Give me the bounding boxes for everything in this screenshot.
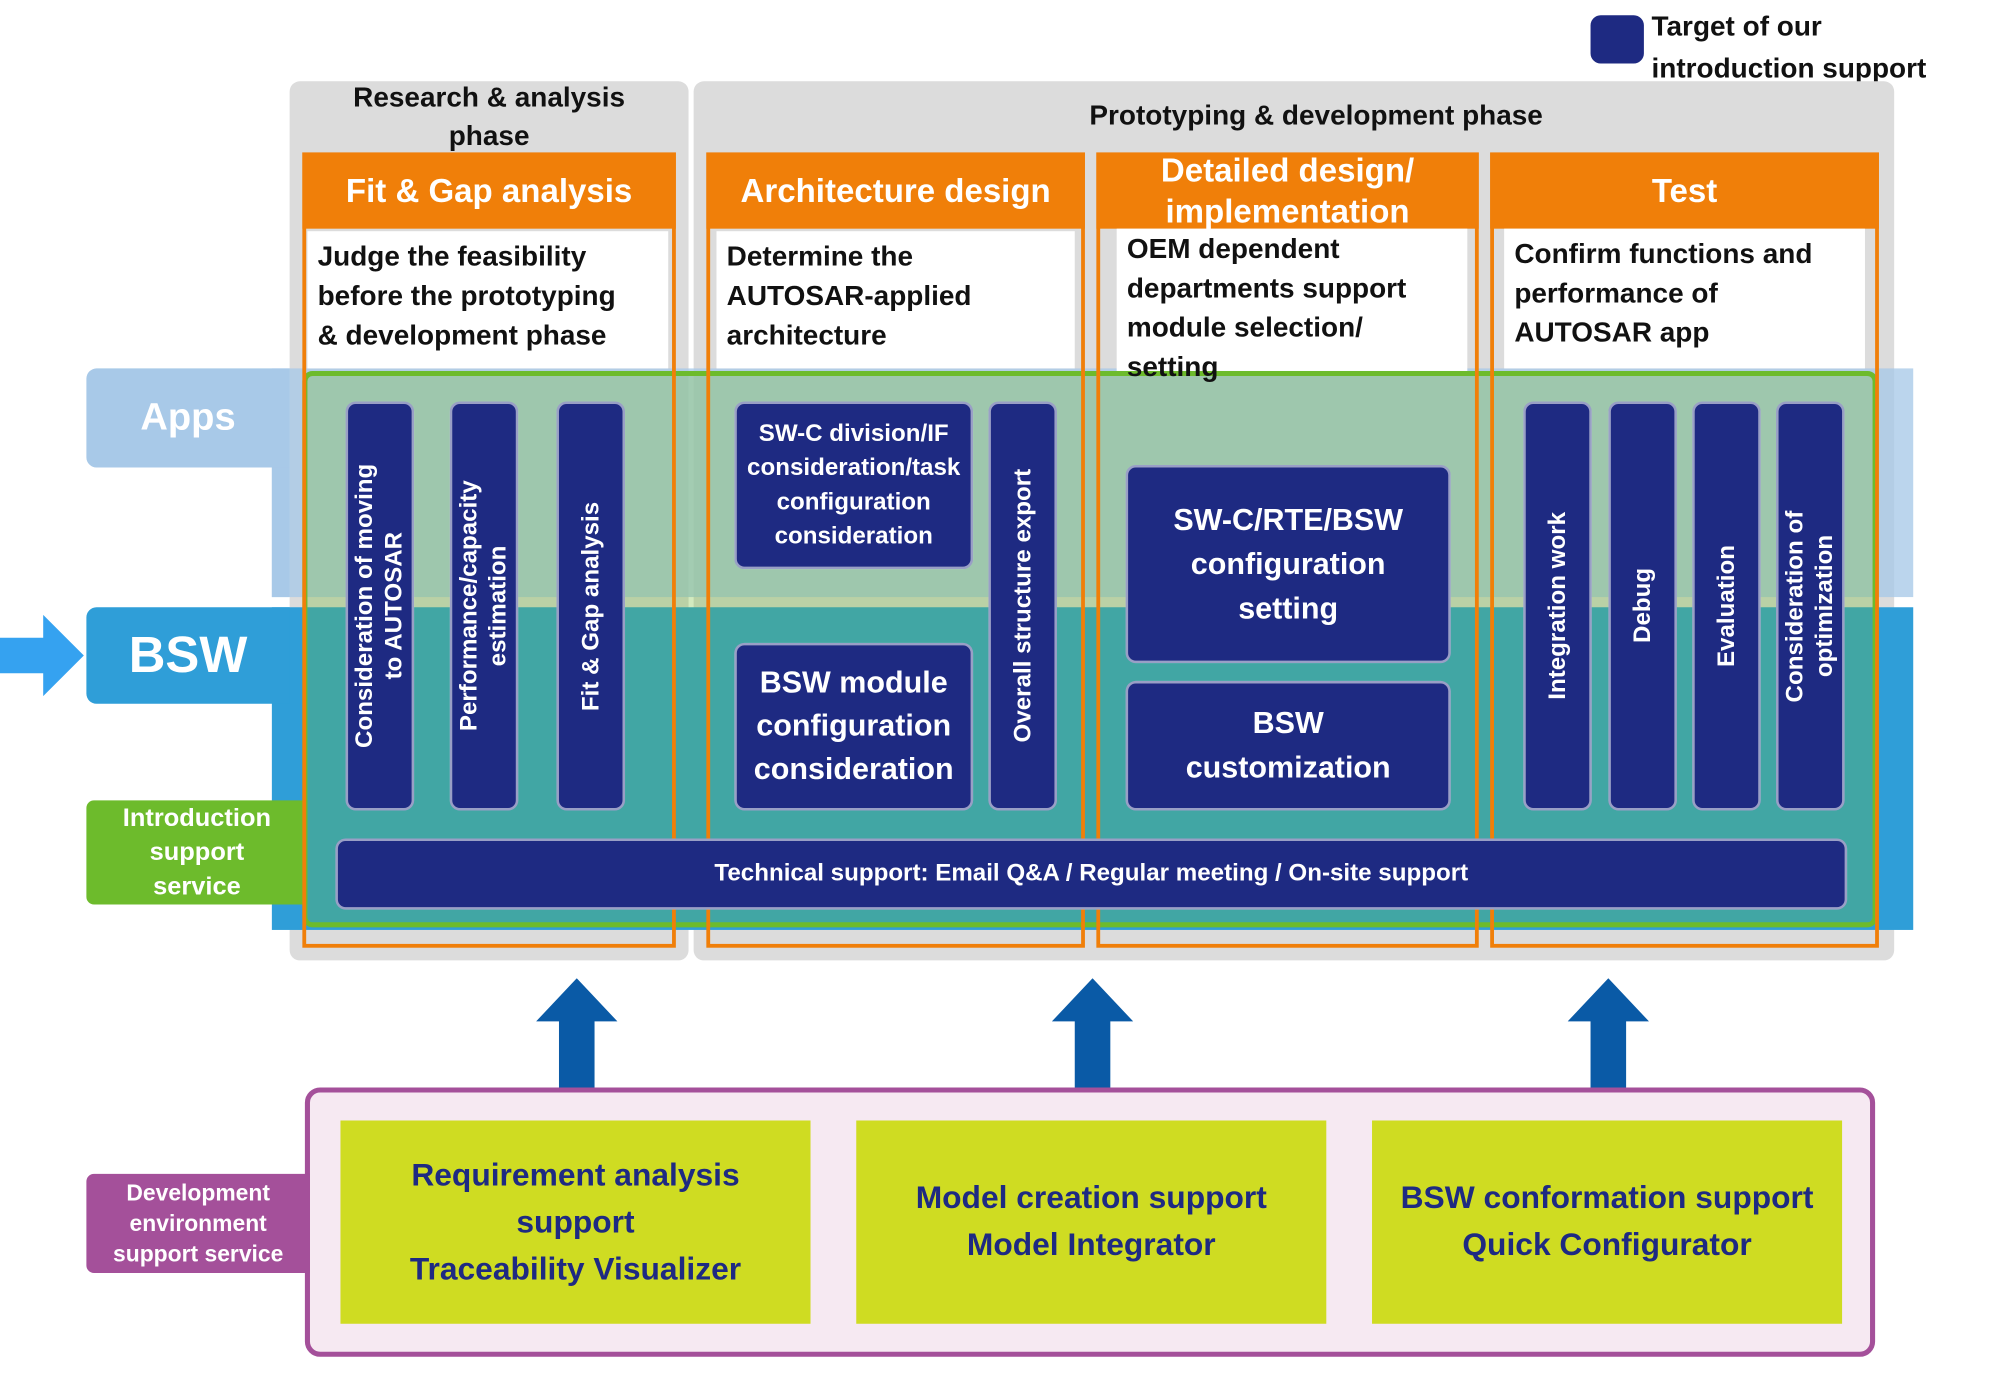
fitgap-column-header: Fit & Gap analysis xyxy=(302,152,676,229)
task-debug: Debug xyxy=(1608,401,1677,811)
apps-layer-label: Apps xyxy=(140,396,236,439)
up-arrow-icon-left xyxy=(536,978,618,1116)
test-column-header: Test xyxy=(1490,152,1879,229)
bsw-layer-tab xyxy=(86,607,290,704)
apps-layer-tab xyxy=(86,368,290,468)
apps-layer-tab-stem xyxy=(271,467,290,598)
detailed-column-header: Detailed design/ implementation xyxy=(1096,151,1479,230)
technical-support-bar: Technical support: Email Q&A / Regular m… xyxy=(335,838,1848,910)
bsw-layer-label: BSW xyxy=(128,626,248,683)
up-arrow-icon-center xyxy=(1051,978,1134,1116)
research-phase-label: Research & analysis phase xyxy=(353,81,626,152)
task-fit-gap-analysis: Fit & Gap analysis xyxy=(556,401,626,811)
up-arrow-icon-right xyxy=(1567,978,1649,1116)
legend-swatch xyxy=(1590,15,1644,64)
task-integration-work: Integration work xyxy=(1523,401,1592,811)
task-overall-structure-export: Overall structure export xyxy=(988,401,1057,811)
architecture-column-header: Architecture design xyxy=(706,152,1085,229)
bsw-pointer-arrow-icon xyxy=(0,614,84,697)
prototyping-phase-label: Prototyping & development phase xyxy=(1089,99,1543,131)
legend-label: Target of our introduction support xyxy=(1651,10,1927,84)
dev-service-label: Development environment support service xyxy=(86,1173,310,1273)
task-evaluation: Evaluation xyxy=(1692,401,1761,811)
introduction-service-label: Introduction support service xyxy=(86,800,308,905)
